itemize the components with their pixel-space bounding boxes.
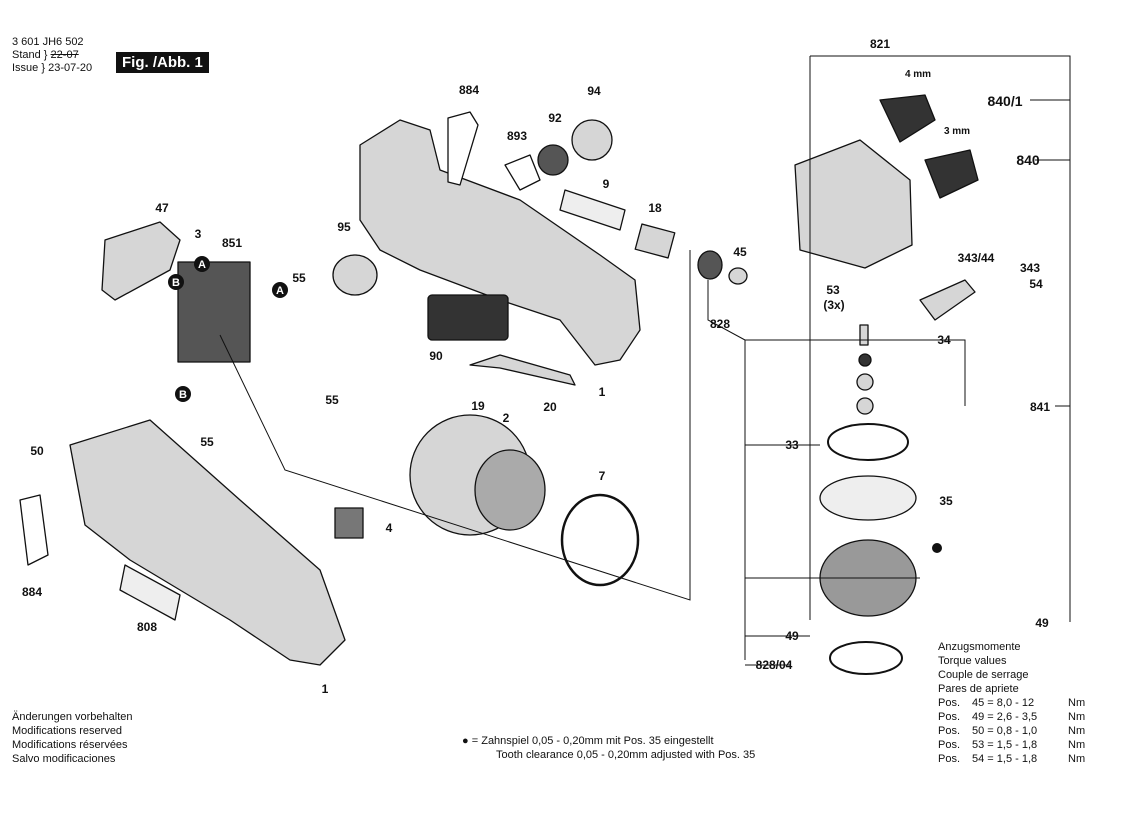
pin-34-part bbox=[859, 324, 869, 346]
housing-lower-part bbox=[69, 419, 346, 666]
module-851-part bbox=[177, 261, 251, 363]
badge-a-2: A bbox=[276, 285, 284, 297]
label-2: 2 bbox=[503, 411, 510, 425]
label-884-bottom: 884 bbox=[22, 585, 42, 599]
bearing-841a-part bbox=[856, 373, 874, 391]
label-808-part bbox=[119, 564, 181, 621]
label-45: 45 bbox=[733, 245, 747, 259]
motor-rotor-part bbox=[474, 449, 546, 531]
label-840-1: 840/1 bbox=[987, 93, 1022, 109]
label-893: 893 bbox=[507, 129, 527, 143]
label-95: 95 bbox=[337, 220, 351, 234]
clearance-note: ● = Zahnspiel 0,05 - 0,20mm mit Pos. 35 … bbox=[462, 735, 756, 761]
washer-34-part bbox=[858, 353, 872, 367]
label-808: 808 bbox=[137, 620, 157, 634]
label-3x: (3x) bbox=[823, 298, 844, 312]
gasket-35-part bbox=[819, 475, 917, 521]
label-828-04: 828/04 bbox=[756, 658, 793, 672]
oring-828-04-part bbox=[829, 641, 903, 675]
label-20: 20 bbox=[543, 400, 557, 414]
bracket-3-part bbox=[101, 221, 181, 301]
clamp-7-part bbox=[560, 493, 640, 587]
label-94: 94 bbox=[587, 84, 601, 98]
clearance-marker bbox=[932, 543, 942, 553]
cap-95-part bbox=[332, 254, 378, 296]
label-92: 92 bbox=[548, 111, 562, 125]
gear-head-821-part bbox=[794, 139, 913, 269]
label-884-top: 884 bbox=[459, 83, 479, 97]
header-block: 3 601 JH6 502 Stand } 22-07 Issue } 23-0… bbox=[12, 36, 92, 75]
label-851: 851 bbox=[222, 236, 242, 250]
label-828: 828 bbox=[710, 317, 730, 331]
oring-33-part bbox=[827, 423, 909, 461]
badge-b-2: B bbox=[179, 389, 187, 401]
label-1-top: 1 bbox=[599, 385, 606, 399]
label-9: 9 bbox=[603, 177, 610, 191]
lever-20-part bbox=[469, 354, 576, 386]
label-343: 343 bbox=[1020, 261, 1040, 275]
battery-pack-90-part bbox=[427, 294, 509, 341]
label-1-bottom: 1 bbox=[322, 682, 329, 696]
figure-title: Fig. /Abb. 1 bbox=[116, 52, 209, 73]
label-90: 90 bbox=[429, 349, 443, 363]
label-55-low: 55 bbox=[200, 435, 214, 449]
button-840-part bbox=[924, 149, 979, 199]
torque-table: Anzugsmomente Torque values Couple de se… bbox=[938, 641, 1086, 765]
doc-number: 3 601 JH6 502 bbox=[12, 36, 84, 48]
nut-45-part bbox=[728, 267, 748, 285]
label-4: 4 bbox=[386, 521, 393, 535]
modifications-notes: Änderungen vorbehalten Modifications res… bbox=[12, 711, 133, 765]
switch-18-part bbox=[634, 223, 676, 259]
label-343-44: 343/44 bbox=[958, 251, 995, 265]
lock-343-part bbox=[919, 279, 976, 321]
badge-a-1: A bbox=[198, 259, 206, 271]
label-47: 47 bbox=[155, 201, 169, 215]
connector-4-part bbox=[334, 507, 364, 539]
label-49-right: 49 bbox=[1035, 616, 1049, 630]
label-7: 7 bbox=[599, 469, 606, 483]
badge-b-1: B bbox=[172, 277, 180, 289]
label-19: 19 bbox=[471, 399, 485, 413]
label-33: 33 bbox=[785, 438, 799, 452]
bearing-841b-part bbox=[856, 397, 874, 415]
vent-grille-bottom-part bbox=[19, 494, 49, 566]
label-49-left: 49 bbox=[785, 629, 799, 643]
label-840: 840 bbox=[1016, 152, 1040, 168]
label-50: 50 bbox=[30, 444, 44, 458]
housing-upper-part bbox=[359, 119, 641, 366]
stand-line: Stand } 22-07 bbox=[12, 49, 79, 61]
label-18: 18 bbox=[648, 201, 662, 215]
label-9-part bbox=[559, 189, 626, 231]
label-4mm: 4 mm bbox=[905, 69, 931, 80]
label-55-mid: 55 bbox=[325, 393, 339, 407]
cover-94-part bbox=[571, 119, 613, 161]
clearance-dot: ● bbox=[462, 735, 469, 747]
label-841: 841 bbox=[1030, 400, 1050, 414]
label-55-top: 55 bbox=[292, 271, 306, 285]
label-54: 54 bbox=[1029, 277, 1043, 291]
pinion-828-part bbox=[697, 250, 723, 280]
label-3: 3 bbox=[195, 227, 202, 241]
vent-grille-part bbox=[447, 111, 479, 186]
button-840-1-part bbox=[879, 94, 936, 143]
label-53: 53 bbox=[826, 283, 840, 297]
label-3mm: 3 mm bbox=[944, 126, 970, 137]
issue-line: Issue } 23-07-20 bbox=[12, 62, 93, 74]
label-35: 35 bbox=[939, 494, 953, 508]
label-34: 34 bbox=[937, 333, 951, 347]
label-821: 821 bbox=[870, 37, 890, 51]
board-893-part bbox=[504, 154, 541, 191]
ring-92-part bbox=[537, 144, 569, 176]
